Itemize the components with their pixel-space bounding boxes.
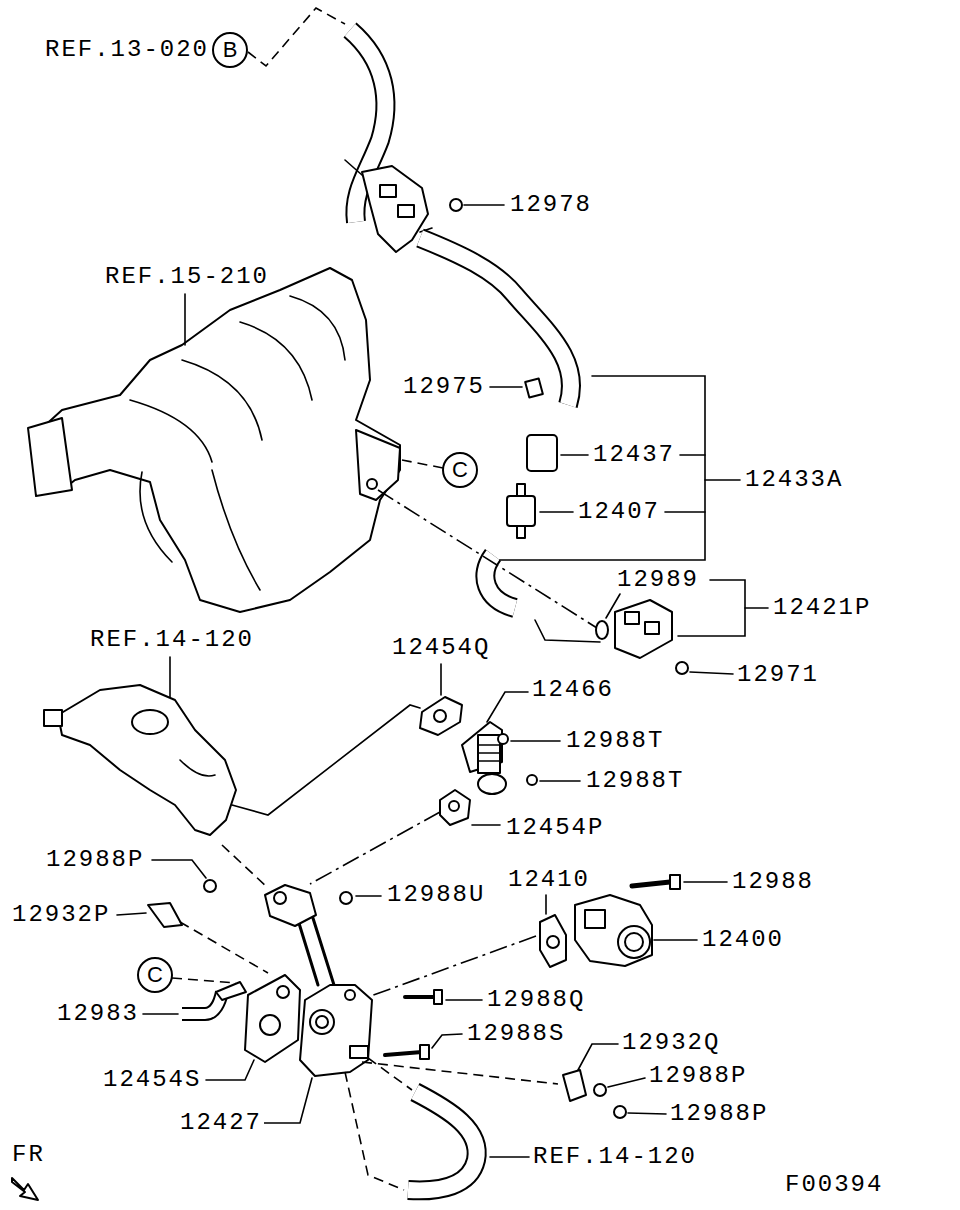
callout-number: 12454Q [390, 635, 492, 661]
callout-number: 12410 [506, 867, 592, 893]
callout-number: 12988P [668, 1101, 770, 1127]
callout-number: 12932P [10, 902, 112, 928]
callout-number: 12421P [771, 595, 873, 621]
callout-number: 12932Q [620, 1030, 722, 1056]
callout-number: 12971 [735, 662, 821, 688]
callout-number: F00394 [783, 1172, 885, 1198]
callout-number: 12988U [385, 882, 487, 908]
callout-number: REF.14-120 [531, 1144, 699, 1170]
reference-circle: B [212, 32, 248, 68]
callout-number: 12400 [700, 927, 786, 953]
callout-number: 12433A [743, 467, 845, 493]
callout-number: 12988S [465, 1021, 567, 1047]
reference-letter: C [452, 459, 468, 481]
callout-number: 12975 [401, 374, 487, 400]
callout-number: REF.15-210 [103, 264, 271, 290]
callout-number: 12978 [508, 192, 594, 218]
callout-number: REF.13-020 [43, 37, 211, 63]
callout-number: 12437 [591, 442, 677, 468]
callout-number: FR [10, 1142, 47, 1168]
callout-number: 12988T [584, 768, 686, 794]
callout-number: 12407 [576, 499, 662, 525]
callout-number: 12454P [504, 815, 606, 841]
callout-number: 12988 [730, 869, 816, 895]
callout-number: 12454S [101, 1067, 203, 1093]
reference-circle: C [442, 452, 478, 488]
reference-circle: C [137, 957, 173, 993]
callout-number: 12988T [564, 728, 666, 754]
callout-number: 12988P [44, 847, 146, 873]
callout-number: 12989 [615, 567, 701, 593]
reference-letter: C [147, 964, 163, 986]
callout-number: 12988P [647, 1063, 749, 1089]
callout-number: 12983 [55, 1001, 141, 1027]
callout-number: REF.14-120 [88, 627, 256, 653]
callout-number: 12466 [530, 677, 616, 703]
callout-number: 12427 [178, 1110, 264, 1136]
callout-number: 12988Q [485, 987, 587, 1013]
reference-letter: B [223, 39, 238, 61]
